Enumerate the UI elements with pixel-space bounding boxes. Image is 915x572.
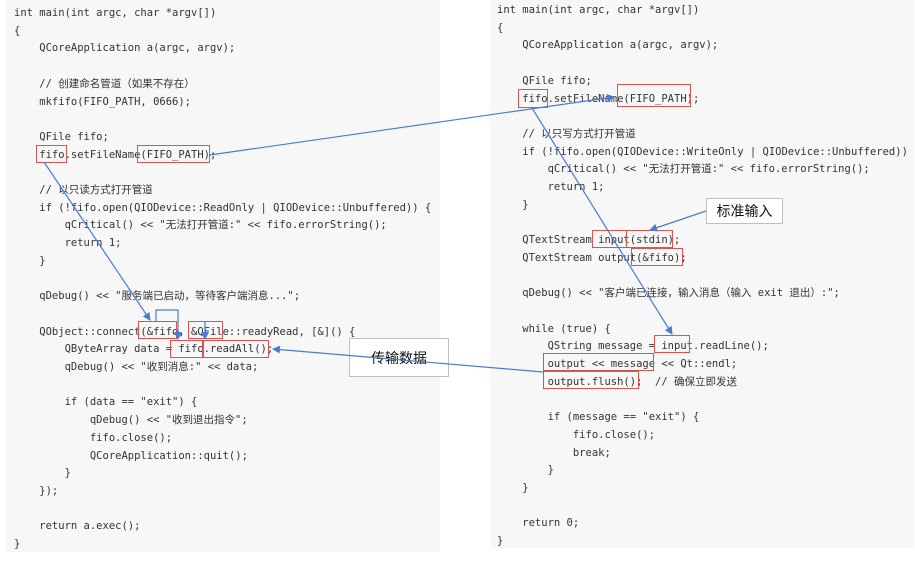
- left-fifo-box: [36, 145, 67, 163]
- server-code-panel: int main(int argc, char *argv[]) { QCoreA…: [6, 0, 440, 552]
- code-line: [14, 501, 431, 519]
- client-code-panel: int main(int argc, char *argv[]) { QCoreA…: [490, 0, 915, 551]
- code-line: {: [497, 21, 504, 34]
- code-line: }: [497, 535, 504, 548]
- code-line: [14, 58, 431, 76]
- left-connect-fifo-box: [138, 321, 177, 339]
- code-line: return 1;: [497, 181, 605, 194]
- code-line: qDebug() << "客户端已连接，输入消息（输入 exit 退出）:";: [497, 287, 840, 300]
- code-line: QFile fifo;: [14, 130, 109, 143]
- right-flush-box: [543, 371, 639, 389]
- left-fifo-path-box: [137, 145, 210, 163]
- right-input-box: [592, 230, 627, 248]
- code-line: return 1;: [14, 237, 122, 250]
- code-line: int main(int argc, char *argv[]): [497, 4, 700, 16]
- code-line: qDebug() << "收到退出指令";: [14, 414, 248, 427]
- code-line: if (data == "exit") {: [14, 396, 198, 409]
- code-line: qCritical() << "无法打开管道:" << fifo.errorSt…: [14, 219, 387, 232]
- code-line: [497, 391, 915, 409]
- code-line: qDebug() << "收到消息:" << data;: [14, 361, 259, 374]
- code-line: if (!fifo.open(QIODevice::WriteOnly | QI…: [497, 145, 915, 158]
- right-readline-input-box: [654, 335, 690, 353]
- right-fifo-path-box: [617, 84, 691, 107]
- code-line: int main(int argc, char *argv[]): [14, 7, 217, 19]
- code-line: break;: [497, 446, 611, 459]
- code-line: output << message << Qt::endl;: [497, 358, 738, 371]
- code-line: [497, 108, 915, 126]
- code-line: QString message = input.readLine();: [497, 340, 769, 353]
- client-code: int main(int argc, char *argv[]) { QCoreA…: [497, 2, 915, 551]
- right-fifo-box: [518, 89, 548, 108]
- code-line: qCritical() << "无法打开管道:" << fifo.errorSt…: [497, 163, 870, 176]
- code-line: if (!fifo.open(QIODevice::ReadOnly | QIO…: [14, 201, 432, 214]
- code-line: }: [14, 467, 71, 480]
- code-line: QFile fifo;: [497, 74, 592, 87]
- code-line: output.flush(); // 确保立即发送: [497, 375, 738, 388]
- server-code: int main(int argc, char *argv[]) { QCoreA…: [14, 5, 431, 554]
- standard-input-callout: 标准输入: [706, 198, 783, 224]
- transfer-data-callout: 传输数据: [349, 338, 449, 377]
- code-line: fifo.close();: [497, 428, 656, 441]
- code-line: QCoreApplication a(argc, argv);: [497, 39, 719, 52]
- left-readall-box: [203, 340, 269, 358]
- left-readall-fifo-box: [170, 340, 203, 358]
- right-stdin-box: [626, 230, 673, 248]
- code-line: qDebug() << "服务端已启动，等待客户端消息...";: [14, 290, 301, 303]
- code-line: // 创建命名管道（如果不存在）: [14, 77, 195, 90]
- code-line: }: [497, 481, 529, 494]
- code-line: // 以只读方式打开管道: [14, 184, 153, 197]
- code-line: mkfifo(FIFO_PATH, 0666);: [14, 95, 192, 108]
- code-line: fifo.setFileName(FIFO_PATH);: [14, 148, 217, 161]
- code-line: if (message == "exit") {: [497, 411, 700, 424]
- code-line: return 0;: [497, 517, 580, 530]
- code-line: }: [497, 198, 529, 211]
- code-line: [497, 55, 915, 73]
- code-line: {: [14, 24, 21, 37]
- code-line: QCoreApplication::quit();: [14, 449, 248, 462]
- code-line: });: [14, 484, 59, 497]
- code-line: [14, 111, 431, 129]
- right-output-message-box: [543, 353, 654, 371]
- code-line: }: [14, 254, 46, 267]
- code-line: QObject::connect(&fifo, &QFile::readyRea…: [14, 325, 356, 338]
- code-line: [497, 498, 915, 516]
- code-line: }: [497, 464, 554, 477]
- code-line: fifo.close();: [14, 431, 173, 444]
- code-line: fifo.setFileName(FIFO_PATH);: [497, 92, 700, 105]
- code-line: QTextStream output(&fifo);: [497, 251, 687, 264]
- code-line: }: [14, 538, 21, 551]
- code-line: QTextStream input(stdin);: [497, 234, 681, 247]
- code-line: [497, 303, 915, 321]
- code-line: [497, 268, 915, 286]
- code-line: [14, 377, 431, 395]
- code-line: return a.exec();: [14, 520, 141, 533]
- code-line: while (true) {: [497, 322, 611, 335]
- left-qfile-box: [188, 321, 223, 339]
- code-line: [14, 271, 431, 289]
- code-line: [14, 164, 431, 182]
- right-fifo-ref-box: [631, 248, 683, 266]
- code-line: QCoreApplication a(argc, argv);: [14, 42, 236, 55]
- code-line: // 以只写方式打开管道: [497, 127, 636, 140]
